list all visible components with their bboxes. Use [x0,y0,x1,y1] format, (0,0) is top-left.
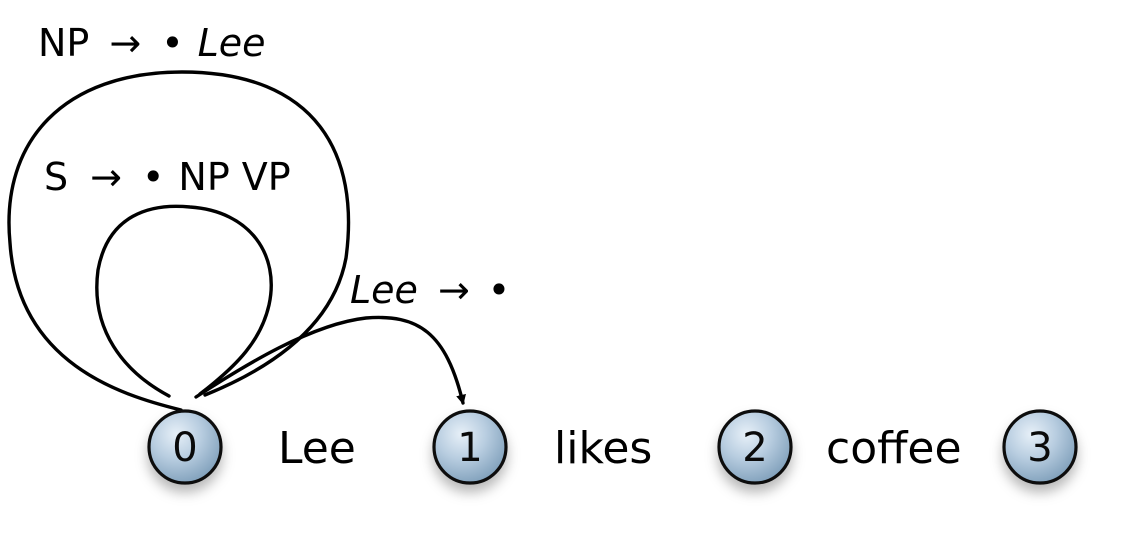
node-0-label: 0 [172,425,197,471]
edge-s-np-vp-line [95,204,273,398]
node-2-circle[interactable] [717,409,793,485]
node-1-circle[interactable] [432,409,508,485]
edge-np-lee-line [7,70,351,412]
node-3[interactable]: 3 [1002,409,1078,485]
edge-lee-word-line [194,315,466,405]
word-lee: Lee [278,423,356,474]
edge-s-np-vp-lhs: S [44,155,68,199]
edge-np-lee-arrow: → [109,21,141,65]
word-likes: likes [554,423,652,474]
edge-s-np-vp-label: S → • NP VP [44,155,291,199]
edge-np-lee: NP → • Lee [7,21,351,412]
node-1[interactable]: 1 [432,409,508,485]
node-0[interactable]: 0 [147,409,223,485]
edge-s-np-vp-arrow: → [90,155,122,199]
node-3-circle[interactable] [1002,409,1078,485]
node-3-label: 3 [1027,425,1052,471]
edge-lee-word-dot: • [488,268,510,312]
node-2[interactable]: 2 [717,409,793,485]
edge-s-np-vp: S → • NP VP [44,155,291,398]
node-2-label: 2 [742,425,767,471]
edge-np-lee-label: NP → • Lee [38,21,266,65]
node-0-circle[interactable] [147,409,223,485]
edge-s-np-vp-rhs: NP VP [178,155,290,199]
edge-lee-word-label: Lee → • [350,268,510,312]
edge-lee-word-arrow: → [438,268,470,312]
word-coffee: coffee [826,423,962,474]
edge-np-lee-rhs: Lee [198,21,266,65]
edge-np-lee-lhs: NP [38,21,89,65]
edge-np-lee-dot: • [161,21,183,65]
edge-lee-word: Lee → • [194,268,510,405]
edge-s-np-vp-dot: • [142,155,164,199]
edge-lee-word-lhs: Lee [350,268,418,312]
node-1-label: 1 [457,425,482,471]
